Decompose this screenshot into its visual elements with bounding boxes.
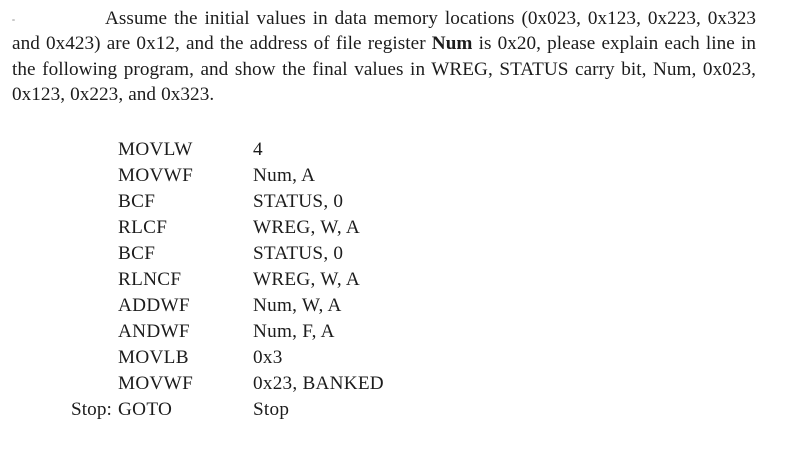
code-mnemonic: ADDWF	[118, 295, 190, 316]
code-mnemonic: MOVWF	[118, 165, 194, 186]
code-line: MOVWF Num, A	[0, 163, 790, 189]
question-paragraph: Assume the initial values in data memory…	[12, 6, 756, 108]
code-mnemonic: ANDWF	[118, 321, 190, 342]
code-line: MOVLB 0x3	[0, 345, 790, 371]
code-line: ADDWF Num, W, A	[0, 293, 790, 319]
code-line: MOVWF 0x23, BANKED	[0, 371, 790, 397]
code-operand: Num, W, A	[253, 295, 342, 316]
code-operand: STATUS, 0	[253, 191, 344, 212]
scan-artifact-speck	[12, 19, 15, 21]
code-mnemonic: GOTO	[118, 399, 173, 420]
code-mnemonic: BCF	[118, 191, 156, 212]
code-line: BCF STATUS, 0	[0, 189, 790, 215]
code-line: BCF STATUS, 0	[0, 241, 790, 267]
question-text-part2: is 0x20, please explain each line in the…	[12, 33, 756, 106]
code-operand: Num, A	[253, 165, 316, 186]
code-mnemonic: BCF	[118, 243, 156, 264]
question-paragraph-block: Assume the initial values in data memory…	[12, 6, 756, 108]
code-mnemonic: MOVWF	[118, 373, 194, 394]
code-operand: Num, F, A	[253, 321, 335, 342]
code-line: RLNCF WREG, W, A	[0, 267, 790, 293]
code-mnemonic: RLCF	[118, 217, 168, 238]
code-line: ANDWF Num, F, A	[0, 319, 790, 345]
code-mnemonic: RLNCF	[118, 269, 182, 290]
code-mnemonic: MOVLB	[118, 347, 189, 368]
code-label: Stop:	[70, 399, 112, 420]
code-line: MOVLW 4	[0, 137, 790, 163]
code-line: RLCF WREG, W, A	[0, 215, 790, 241]
code-operand: 0x3	[253, 347, 283, 368]
code-operand: WREG, W, A	[253, 217, 360, 238]
code-mnemonic: MOVLW	[118, 139, 193, 160]
code-operand: 4	[253, 139, 263, 160]
code-operand: 0x23, BANKED	[253, 373, 384, 394]
question-text-part1: Assume the initial values in data memory…	[12, 8, 756, 55]
code-operand: STATUS, 0	[253, 243, 344, 264]
code-line: Stop: GOTO Stop	[0, 397, 790, 423]
code-operand: Stop	[253, 399, 290, 420]
question-bold-term: Num	[431, 33, 473, 55]
code-operand: WREG, W, A	[253, 269, 360, 290]
